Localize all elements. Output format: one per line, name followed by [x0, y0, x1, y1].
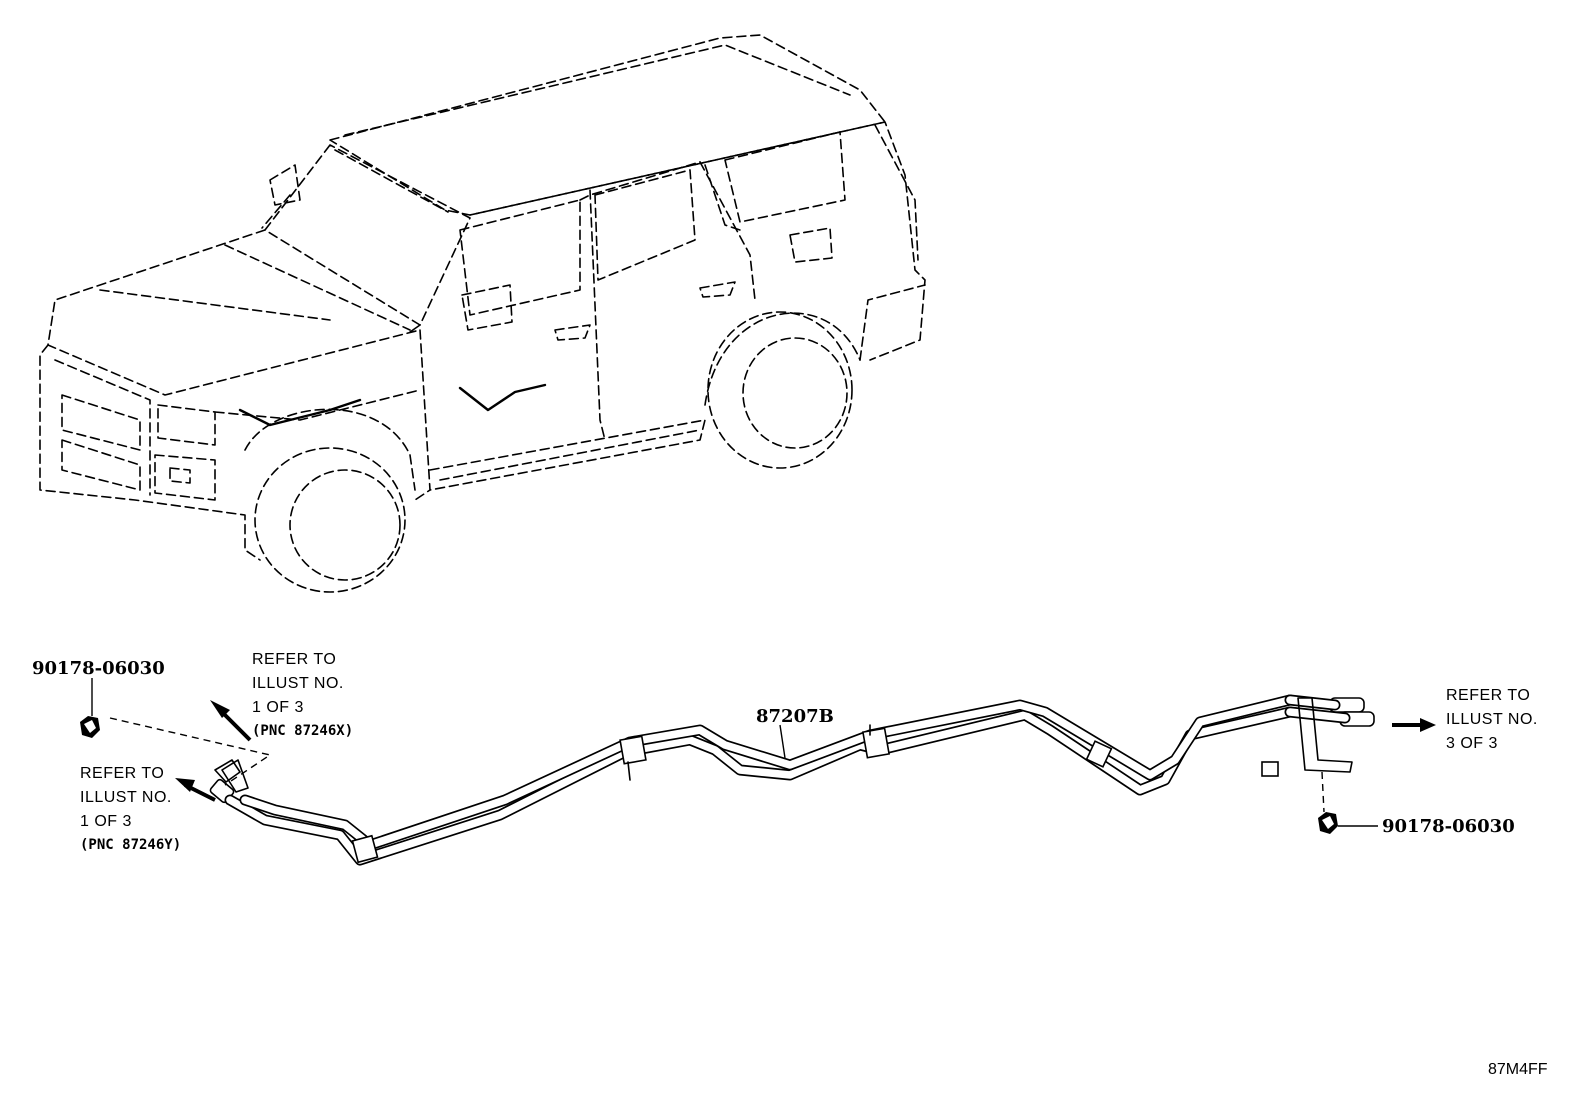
hose-assembly-87207b: [209, 694, 1375, 866]
part-number-hose: 87207B: [756, 706, 834, 727]
clip-nut-left: [80, 716, 100, 738]
vehicle-outline: [39, 34, 926, 593]
part-number-clip-left: 90178-06030: [32, 658, 165, 679]
svg-text:1 OF 3: 1 OF 3: [80, 813, 132, 830]
svg-text:ILLUST NO.: ILLUST NO.: [1446, 711, 1538, 728]
svg-text:ILLUST NO.: ILLUST NO.: [252, 675, 344, 692]
arrow-refer-bottom-left: [175, 778, 216, 802]
arrow-refer-right: [1392, 718, 1436, 732]
refer-note-right: REFER TO ILLUST NO. 3 OF 3: [1446, 687, 1538, 752]
svg-text:REFER TO: REFER TO: [1446, 687, 1530, 704]
svg-text:(PNC 87246Y): (PNC 87246Y): [80, 837, 181, 853]
hose-clamp: [351, 834, 379, 864]
svg-text:(PNC 87246X): (PNC 87246X): [252, 723, 353, 739]
clip-nut-right: [1318, 812, 1338, 834]
refer-note-top-left: REFER TO ILLUST NO. 1 OF 3 (PNC 87246X): [252, 651, 353, 739]
part-number-clip-right: 90178-06030: [1382, 816, 1515, 837]
hose-clamp: [1085, 740, 1113, 768]
refer-note-bottom-left: REFER TO ILLUST NO. 1 OF 3 (PNC 87246Y): [80, 765, 181, 853]
arrow-refer-top-left: [210, 700, 252, 742]
svg-text:REFER TO: REFER TO: [80, 765, 164, 782]
svg-text:REFER TO: REFER TO: [252, 651, 336, 668]
svg-text:3 OF 3: 3 OF 3: [1446, 735, 1498, 752]
hose-clamp: [1261, 761, 1279, 777]
hose-clamp: [861, 724, 891, 759]
illustration-code: 87M4FF: [1488, 1061, 1548, 1078]
svg-text:ILLUST NO.: ILLUST NO.: [80, 789, 172, 806]
hose-clamp: [619, 735, 647, 781]
svg-text:1 OF 3: 1 OF 3: [252, 699, 304, 716]
